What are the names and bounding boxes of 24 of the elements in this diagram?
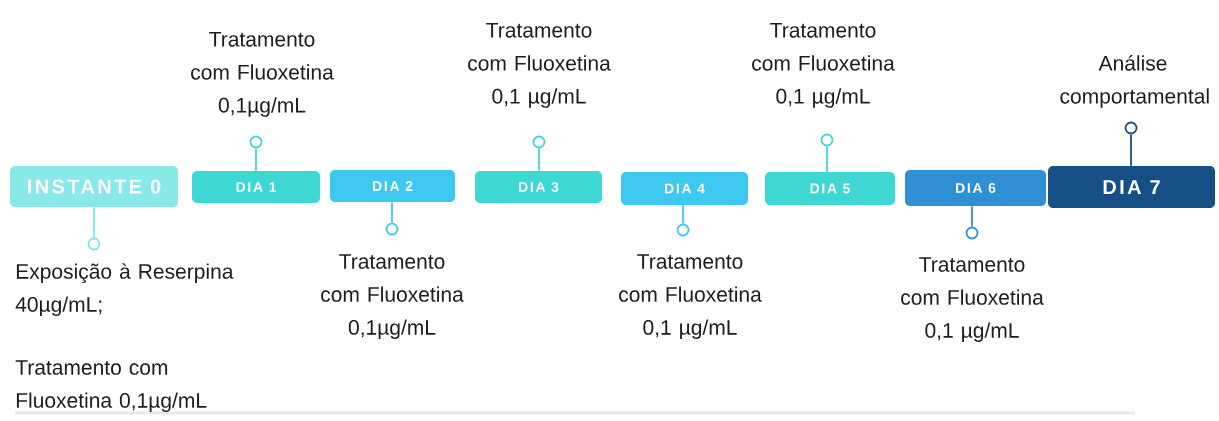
annotation-text: Análise comportamental bbox=[1060, 55, 1209, 108]
day-box: DIA 4 bbox=[621, 172, 748, 205]
annotation-text: Tratamento com Fluoxetina 0,1 µg/mL bbox=[468, 23, 611, 108]
leader-line bbox=[391, 201, 393, 224]
annotation-text: Tratamento com Fluoxetina 0,1 µg/mL bbox=[619, 254, 762, 339]
day-box: INSTANTE 0 bbox=[10, 166, 178, 207]
day-box: DIA 1 bbox=[192, 171, 320, 203]
leader-line bbox=[1130, 133, 1132, 167]
day-box: DIA 2 bbox=[330, 170, 455, 202]
leader-line bbox=[682, 204, 684, 225]
annotation-text: Exposição à Reserpina 40µg/mL; Tratamento com Fluoxetina 0,1µg/mL bbox=[15, 263, 234, 413]
annotation-text: Tratamento com Fluoxetina 0,1 µg/mL bbox=[901, 257, 1044, 342]
annotation-text: Tratamento com Fluoxetina 0,1 µg/mL bbox=[752, 23, 895, 108]
leader-line bbox=[538, 147, 540, 172]
leader-line bbox=[93, 206, 95, 239]
day-box: DIA 3 bbox=[475, 171, 602, 203]
annotation-text: Tratamento com Fluoxetina 0,1µg/mL bbox=[321, 254, 464, 339]
annotation-text: Tratamento com Fluoxetina 0,1µg/mL bbox=[191, 32, 334, 117]
leader-line bbox=[971, 205, 973, 228]
day-box: DIA 7 bbox=[1048, 166, 1215, 208]
day-box: DIA 6 bbox=[905, 170, 1046, 206]
leader-line bbox=[255, 147, 257, 172]
day-box: DIA 5 bbox=[765, 172, 895, 205]
leader-line bbox=[826, 145, 828, 173]
